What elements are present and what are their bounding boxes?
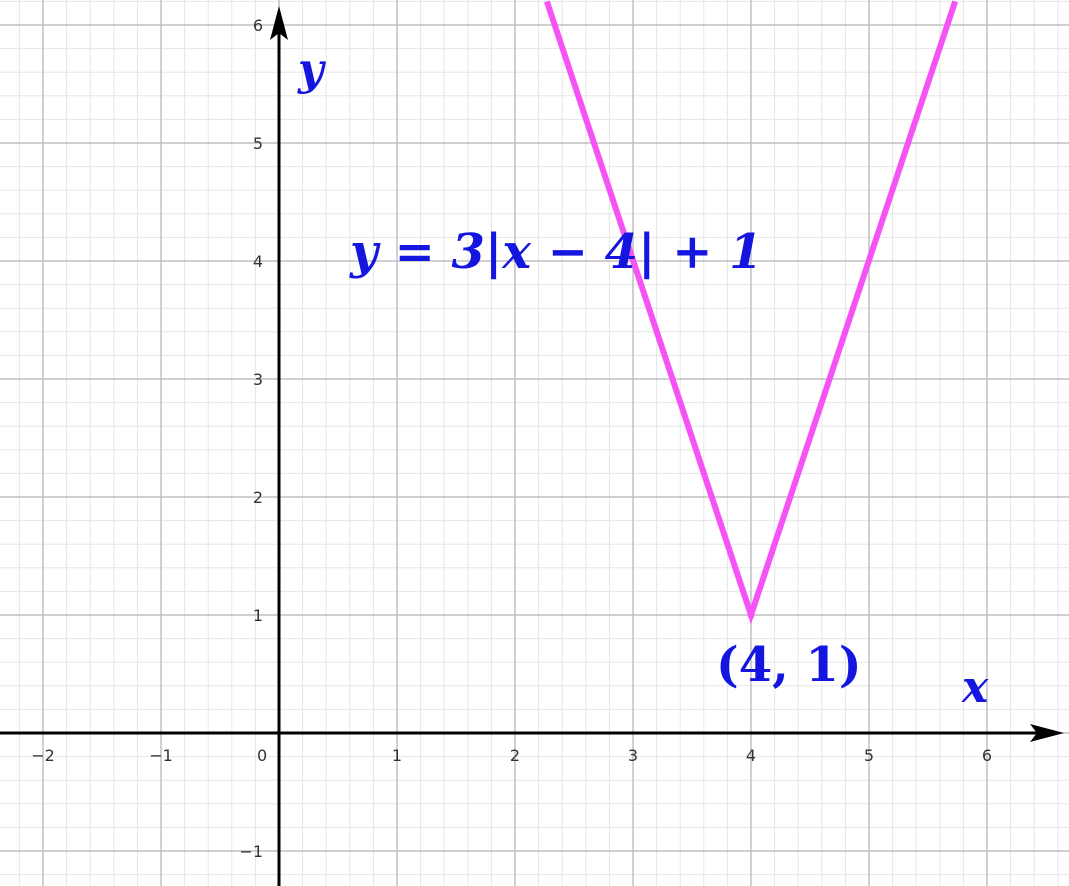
x-tick-label: −1	[149, 746, 173, 765]
x-tick-label: 0	[257, 746, 267, 765]
x-tick-label: 1	[392, 746, 402, 765]
y-axis-label: y	[297, 44, 327, 95]
y-tick-label: 2	[253, 488, 263, 507]
y-tick-label: 4	[253, 252, 263, 271]
x-tick-label: 3	[628, 746, 638, 765]
tick-labels: −2 −1 0 1 2 3 4 5 6 −1 1 2 3 4 5 6	[31, 16, 992, 861]
axes	[0, 6, 1064, 886]
x-tick-label: 5	[864, 746, 874, 765]
y-tick-label: 3	[253, 370, 263, 389]
y-tick-label: −1	[239, 842, 263, 861]
x-tick-label: 6	[982, 746, 992, 765]
y-axis-arrow-icon	[270, 6, 288, 40]
vertex-point	[747, 611, 755, 619]
y-tick-label: 6	[253, 16, 263, 35]
equation-annotation: y = 3|x − 4| + 1	[349, 224, 763, 280]
y-tick-label: 5	[253, 134, 263, 153]
y-tick-label: 1	[253, 606, 263, 625]
x-axis-label: x	[961, 662, 989, 713]
x-tick-label: 2	[510, 746, 520, 765]
x-tick-label: −2	[31, 746, 55, 765]
x-tick-label: 4	[746, 746, 756, 765]
vertex-layer	[747, 611, 755, 619]
x-axis-arrow-icon	[1030, 724, 1064, 742]
vertex-annotation: (4, 1)	[716, 637, 862, 693]
